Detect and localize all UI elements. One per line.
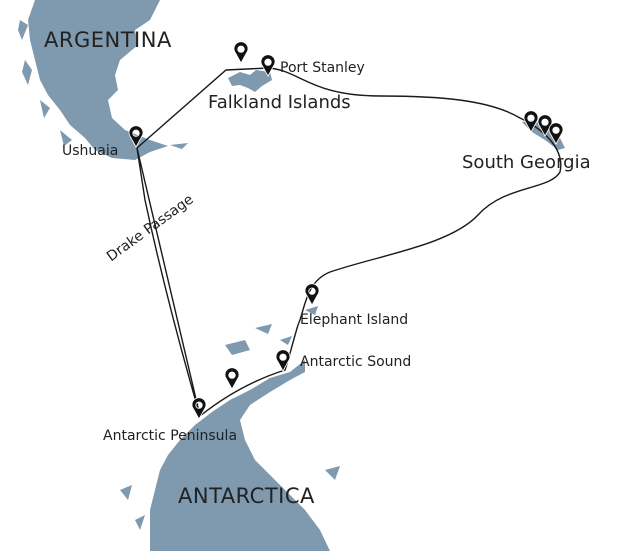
map-pin-icon-falklands-west[interactable]	[233, 41, 249, 64]
falkland-islands-landmass	[228, 70, 272, 92]
map-pin-icon-south-georgia-3[interactable]	[548, 122, 564, 145]
map-pin-icon-antarctic-peninsula[interactable]	[191, 397, 207, 420]
map-pin-icon-ushuaia[interactable]	[128, 125, 144, 148]
label-antarctica: ANTARCTICA	[178, 484, 315, 508]
south-america-landmass	[28, 0, 168, 160]
label-argentina: ARGENTINA	[44, 28, 172, 52]
label-ushuaia: Ushuaia	[62, 143, 119, 159]
label-port-stanley: Port Stanley	[280, 60, 365, 76]
label-elephant-island: Elephant Island	[300, 312, 409, 328]
label-antarctic-peninsula: Antarctic Peninsula	[103, 428, 238, 444]
label-south-georgia: South Georgia	[462, 152, 591, 173]
label-falkland-islands: Falkland Islands	[208, 92, 351, 113]
label-antarctic-sound: Antarctic Sound	[300, 354, 412, 370]
map-pin-icon-antarctic-sound[interactable]	[275, 349, 291, 372]
antarctica-landmass	[150, 360, 330, 551]
map-pin-icon-peninsula-north[interactable]	[224, 367, 240, 390]
map-pin-icon-port-stanley[interactable]	[260, 54, 276, 77]
map-pin-icon-elephant-island[interactable]	[304, 283, 320, 306]
map-pin-icon-south-georgia-1[interactable]	[523, 110, 539, 133]
